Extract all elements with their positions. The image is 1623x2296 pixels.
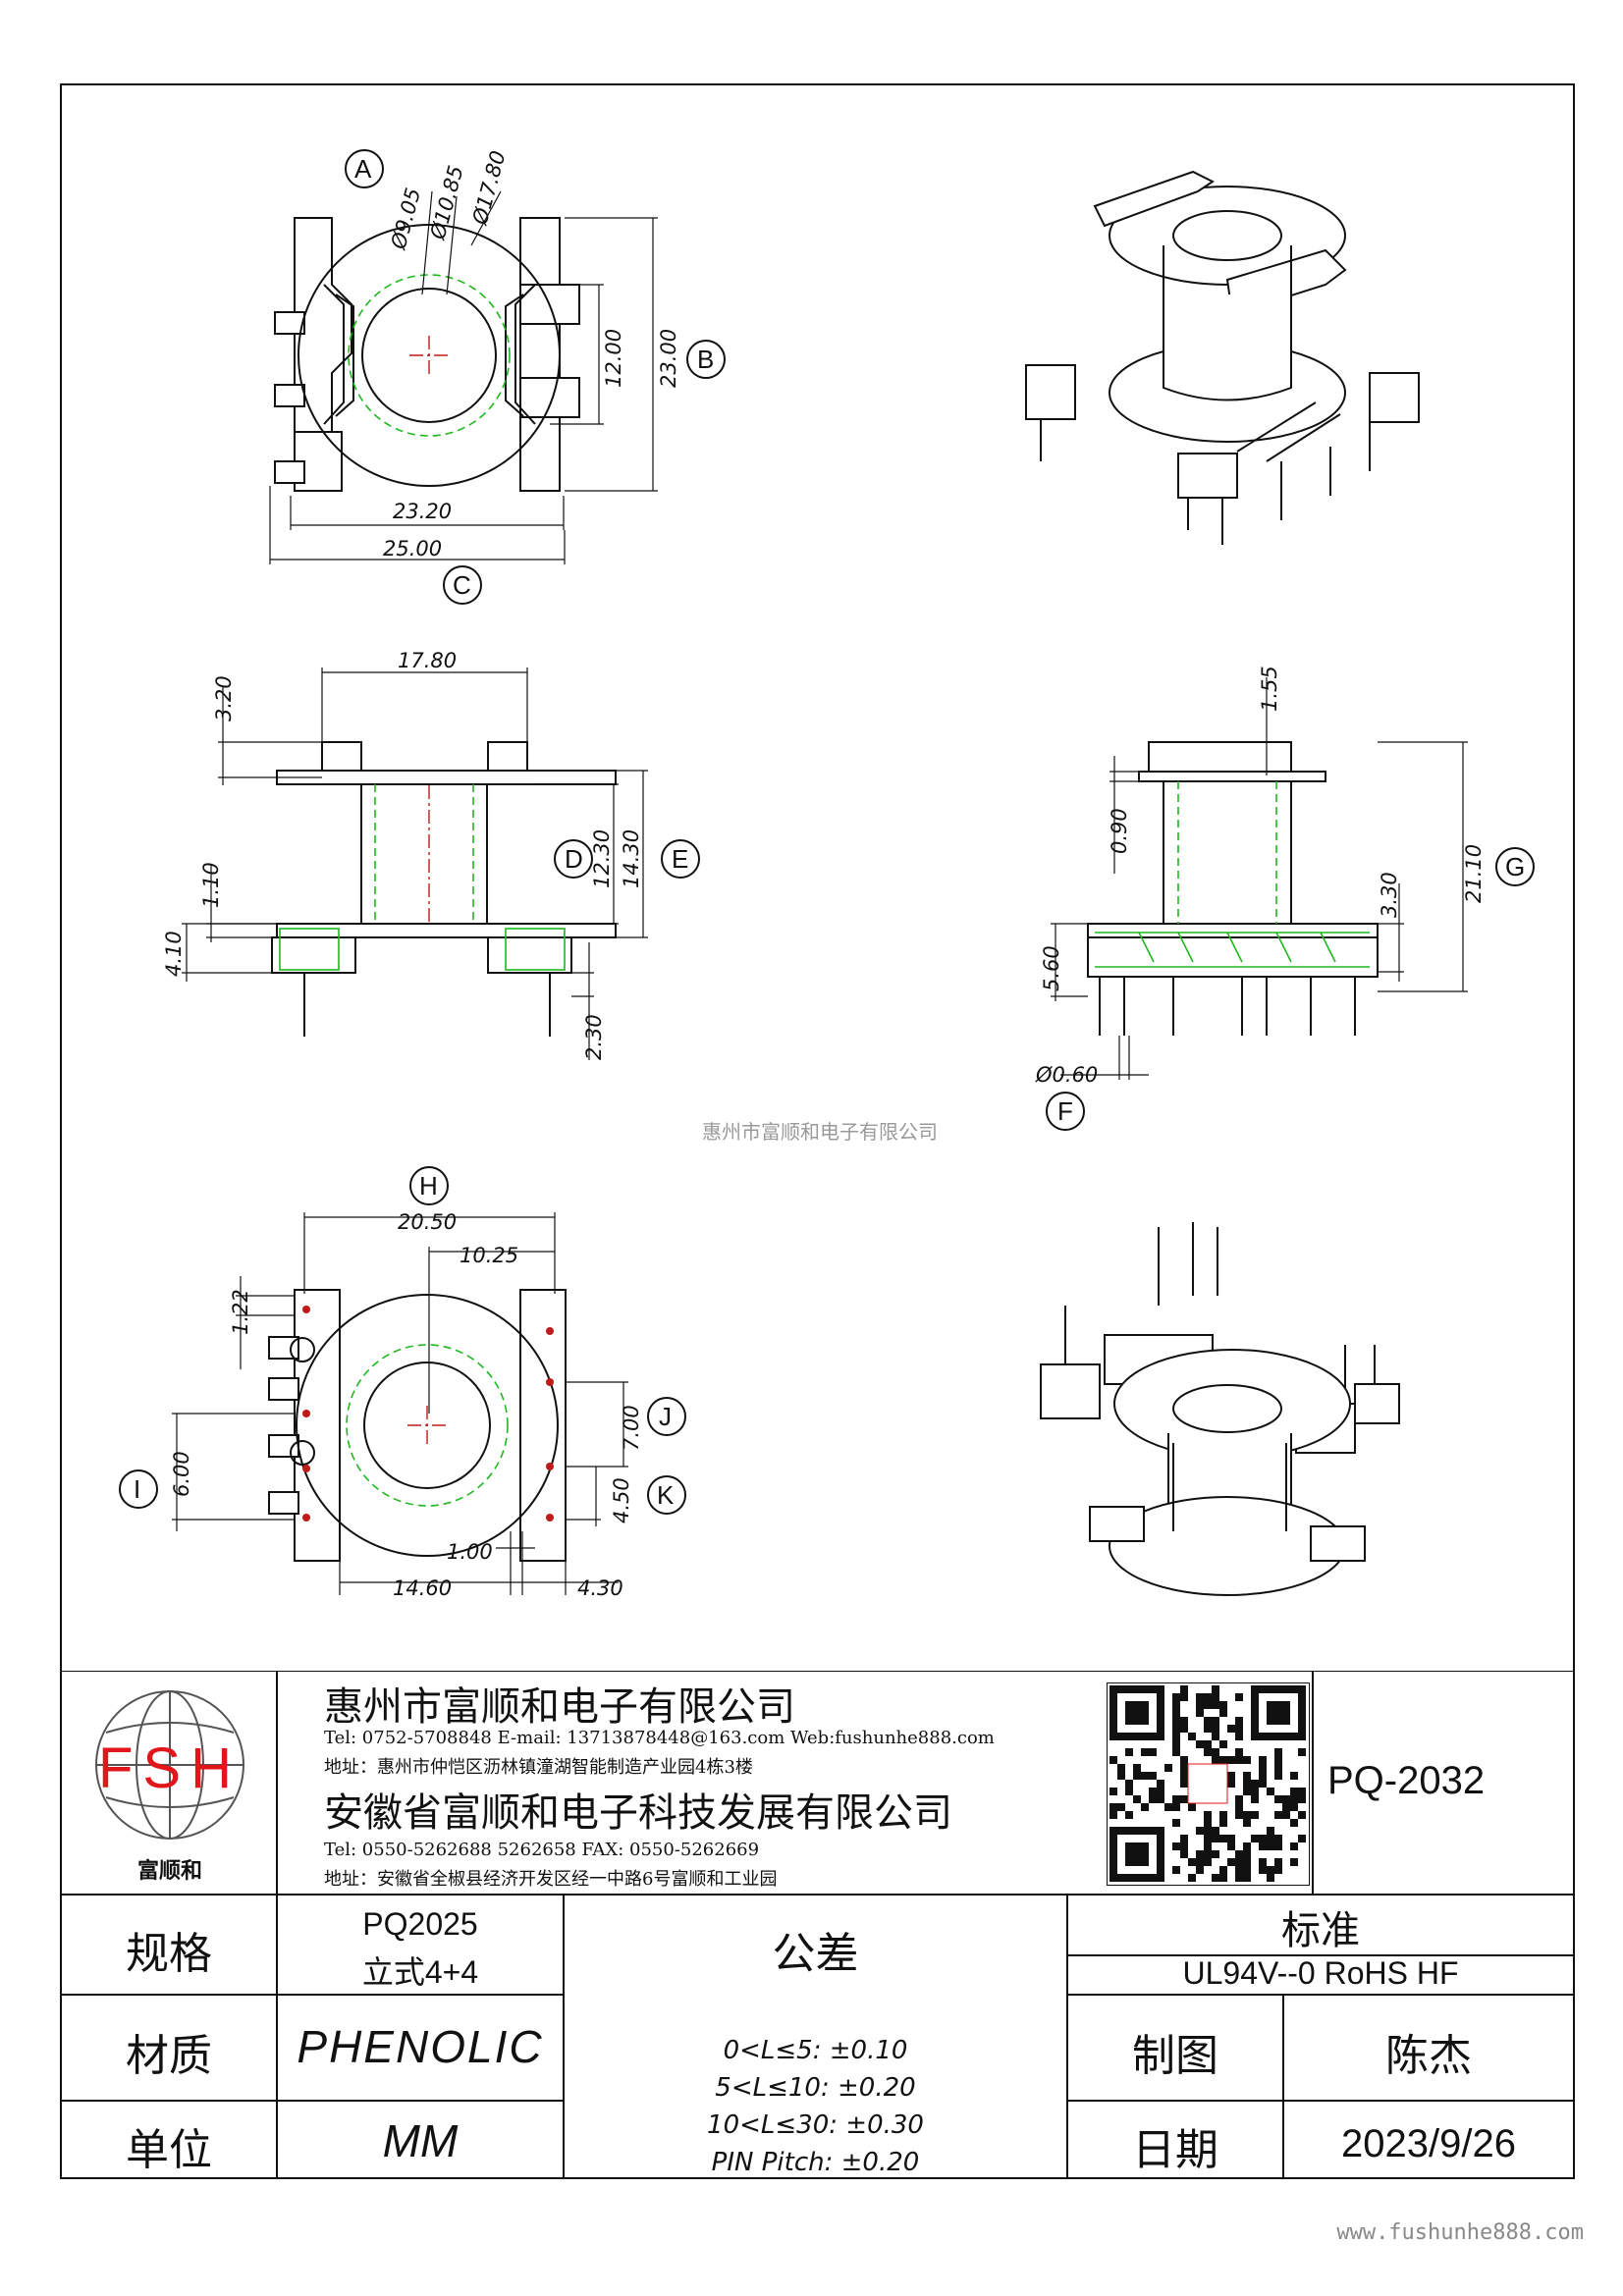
date-value: 2023/9/26 (1341, 2122, 1516, 2165)
side2-dim-a: 0.90 (1108, 808, 1131, 854)
company1-contact: Tel: 0752-5708848 E-mail: 13713878448@16… (324, 1728, 995, 1748)
spec-value-1: PQ2025 (362, 1906, 478, 1942)
logo-caption: 富顺和 (136, 1859, 202, 1884)
label-G: G (1505, 852, 1525, 881)
top-dim-w2: 25.00 (383, 537, 442, 561)
side2-dim-t: 1.55 (1258, 666, 1281, 712)
label-J: J (659, 1402, 672, 1431)
label-D: D (565, 844, 583, 874)
bottom-dim-i: 6.00 (170, 1451, 193, 1497)
material-value: PHENOLIC (297, 2021, 544, 2072)
side1-dim-b1: 1.10 (199, 862, 223, 908)
part-number: PQ-2032 (1327, 1759, 1486, 1802)
material-label: 材质 (126, 2031, 212, 2081)
top-dim-d3: Ø17.80 (467, 148, 510, 228)
top-dim-d2: Ø10.85 (425, 163, 467, 242)
top-dim-d1: Ø9.05 (386, 186, 425, 252)
label-A: A (354, 154, 372, 184)
label-C: C (453, 570, 471, 600)
unit-value: MM (382, 2115, 459, 2166)
side1-dim-b2: 4.10 (162, 931, 186, 977)
spec-value-2: 立式4+4 (361, 1954, 479, 1990)
bottom-dim-g: 1.00 (447, 1540, 493, 1564)
tolerance-list: 0<L≤5: ±0.10 5<L≤10: ±0.20 10<L≤30: ±0.3… (564, 2032, 1067, 2181)
company1-name: 惠州市富顺和电子有限公司 (324, 1684, 795, 1730)
drawing-frame (60, 83, 1575, 2179)
tolerance-line: 0<L≤5: ±0.10 (723, 2036, 908, 2065)
label-H: H (419, 1171, 438, 1201)
tolerance-line: 10<L≤30: ±0.30 (707, 2110, 924, 2140)
top-view: Ø9.05 Ø10.85 Ø17.80 12.00 23.00 23.20 25… (269, 148, 726, 605)
top-dim-w1: 23.20 (393, 500, 452, 523)
unit-label: 单位 (126, 2125, 212, 2175)
watermark-bottom: www.fushunhe888.com (1336, 2220, 1584, 2245)
bottom-view: 20.50 10.25 1.22 7.00 4.50 6.00 1.00 14.… (119, 1166, 686, 1600)
date-label: 日期 (1132, 2125, 1218, 2175)
qr-pattern (1109, 1685, 1306, 1882)
bottom-dim-t: 1.22 (229, 1289, 252, 1335)
bottom-dim-b2: 4.30 (577, 1576, 623, 1600)
label-I: I (134, 1474, 140, 1504)
top-dim-h1: 12.00 (602, 329, 625, 388)
company2-name: 安徽省富顺和电子科技发展有限公司 (324, 1790, 952, 1836)
company2-contact: Tel: 0550-5262688 5262658 FAX: 0550-5262… (324, 1840, 760, 1860)
side-view-2: 1.55 0.90 21.10 3.30 5.60 Ø0.60 F G (1035, 666, 1535, 1131)
bottom-dim-w2: 10.25 (460, 1244, 518, 1267)
side-view-1: 17.80 3.20 12.30 14.30 1.10 4.10 2.30 D … (162, 649, 700, 1060)
label-F: F (1057, 1096, 1073, 1126)
side1-dim-t: 3.20 (212, 675, 236, 721)
drawn-label: 制图 (1132, 2031, 1218, 2081)
company1-address: 地址：惠州市仲恺区沥林镇潼湖智能制造产业园4栋3楼 (324, 1757, 753, 1778)
tolerance-line: 5<L≤10: ±0.20 (715, 2073, 916, 2103)
label-K: K (657, 1480, 675, 1510)
title-block-grid (61, 1671, 1574, 2178)
company-logo: FSH 富顺和 (77, 1679, 263, 1889)
standard-label: 标准 (1281, 1908, 1360, 1953)
company2-address: 地址：安徽省全椒县经济开发区经一中路6号富顺和工业园 (324, 1869, 778, 1890)
bottom-dim-w1: 20.50 (398, 1210, 457, 1234)
bottom-dim-s2: 4.50 (610, 1477, 633, 1523)
side1-dim-h1: 12.30 (590, 829, 614, 888)
drawn-value: 陈杰 (1385, 2031, 1472, 2081)
qr-code (1107, 1682, 1310, 1886)
tolerance-label: 公差 (772, 1929, 859, 1979)
logo-letters: FSH (98, 1736, 242, 1800)
side2-dim-c: 3.30 (1378, 872, 1401, 918)
top-dim-h2: 23.00 (657, 329, 680, 388)
iso-view-top (1025, 170, 1420, 545)
qr-center-logo-icon (1187, 1763, 1228, 1804)
side1-dim-h2: 14.30 (620, 829, 643, 888)
bottom-dim-s1: 7.00 (620, 1405, 643, 1451)
label-E: E (672, 844, 688, 874)
globe-icon (95, 1690, 244, 1840)
side2-dim-h: 21.10 (1462, 844, 1486, 903)
watermark-center: 惠州市富顺和电子有限公司 (702, 1120, 938, 1144)
side1-dim-w: 17.80 (398, 649, 457, 672)
spec-label: 规格 (126, 1929, 212, 1979)
iso-view-bottom (1040, 1222, 1400, 1596)
side2-dim-pin: Ø0.60 (1035, 1063, 1098, 1087)
side2-dim-b: 5.60 (1040, 945, 1063, 991)
title-block: FSH 富顺和 惠州市富顺和电子有限公司 Tel: 0752-5708848 E… (61, 1671, 1574, 2178)
side1-dim-p: 2.30 (582, 1014, 606, 1060)
standard-value: UL94V--0 RoHS HF (1182, 1955, 1459, 1991)
bottom-dim-b1: 14.60 (393, 1576, 452, 1600)
tolerance-line: PIN Pitch: ±0.20 (711, 2148, 920, 2177)
label-B: B (697, 345, 714, 374)
